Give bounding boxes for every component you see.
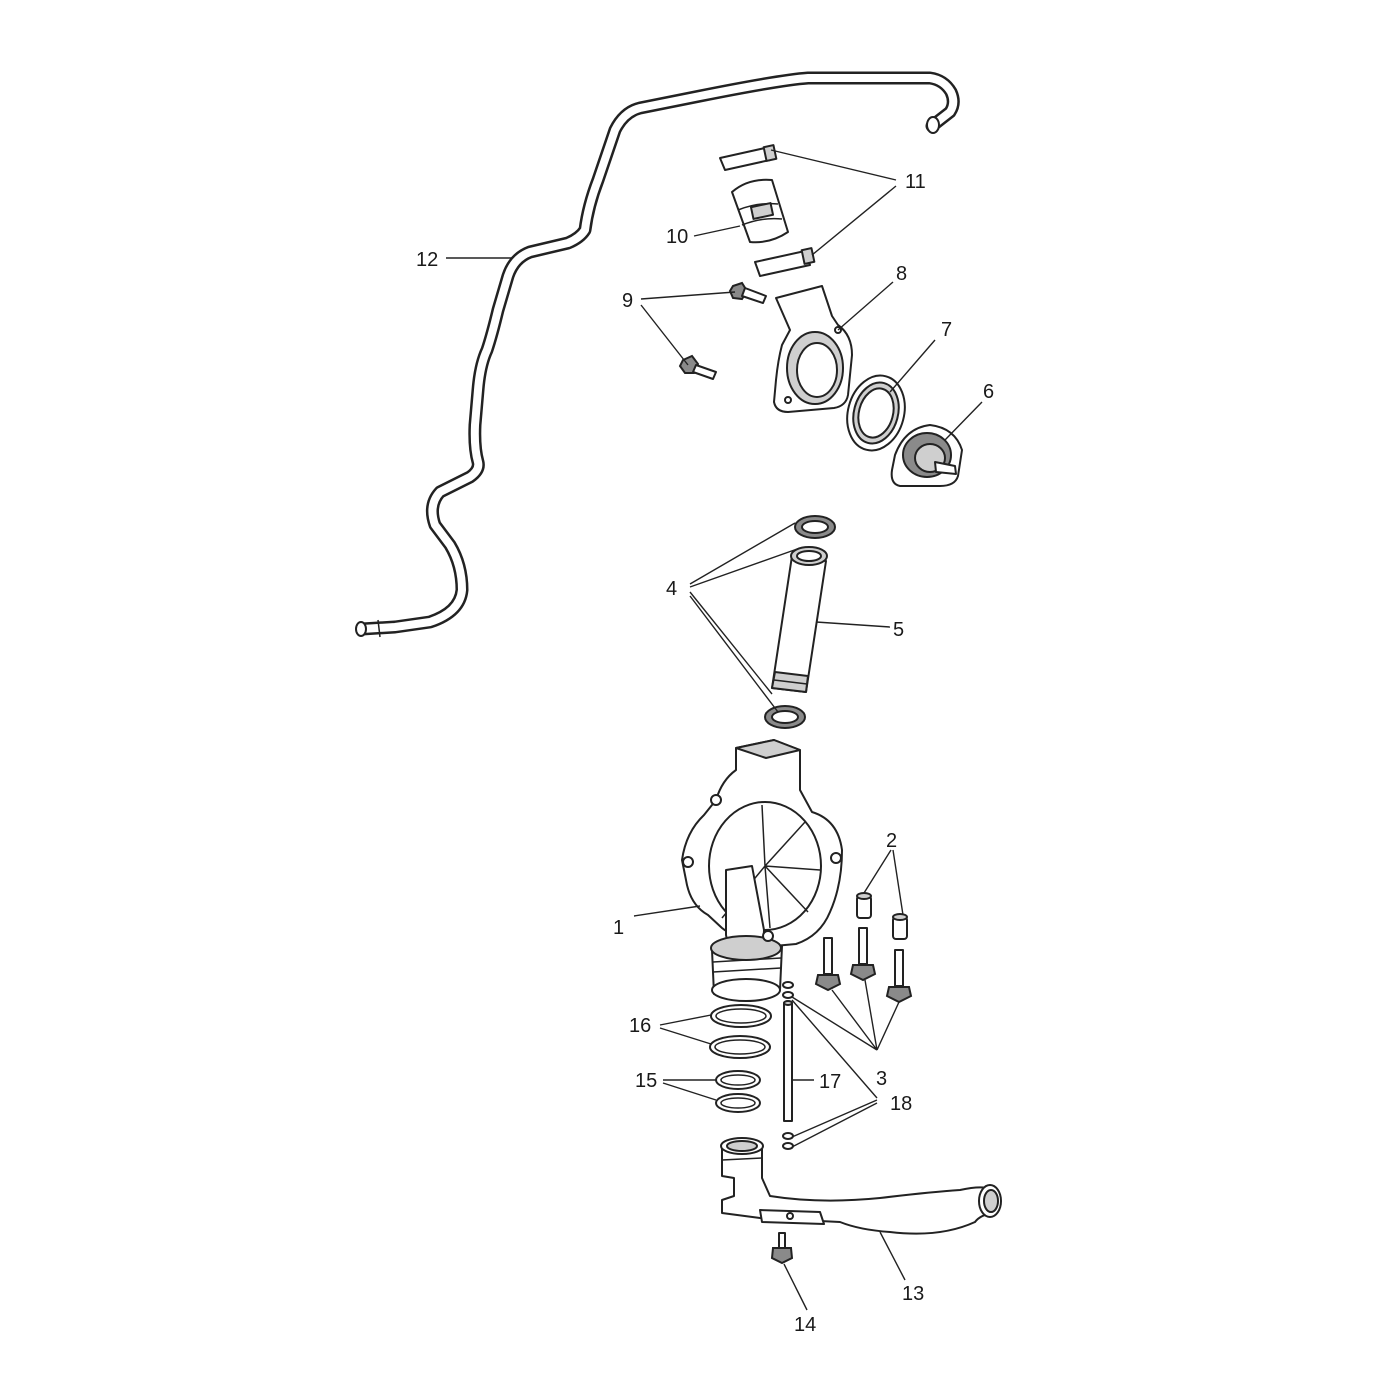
callout-6: 6 — [983, 381, 994, 403]
pipe-icon — [771, 546, 828, 693]
sleeve-icon — [856, 892, 908, 940]
leader-lines — [446, 149, 983, 1311]
callout-3: 3 — [876, 1068, 887, 1090]
callout-7: 7 — [941, 319, 952, 341]
callout-15: 15 — [635, 1070, 657, 1092]
gasket-icon — [846, 374, 906, 452]
thermostat-housing-icon — [773, 285, 853, 413]
bolt-icon — [678, 281, 767, 380]
callout-8: 8 — [896, 263, 907, 285]
callout-13: 13 — [902, 1283, 924, 1305]
thermostat-icon — [890, 424, 963, 487]
callout-14: 14 — [794, 1314, 816, 1336]
o-ring-icon — [764, 515, 836, 729]
callout-2: 2 — [886, 830, 897, 852]
callout-18: 18 — [890, 1093, 912, 1115]
callout-10: 10 — [666, 226, 688, 248]
o-ring-icon — [709, 1004, 772, 1113]
bolt-icon — [770, 1232, 794, 1265]
callout-5: 5 — [893, 619, 904, 641]
callout-9: 9 — [622, 290, 633, 312]
callout-17: 17 — [819, 1071, 841, 1093]
inlet-pipe-icon — [720, 1137, 1002, 1235]
callout-12: 12 — [416, 249, 438, 271]
bleed-tube-icon — [355, 71, 960, 638]
bolt-icon — [814, 927, 913, 1004]
callout-4: 4 — [666, 578, 677, 600]
circlip-icon — [782, 981, 794, 1150]
callout-11: 11 — [905, 171, 926, 193]
hose-icon — [731, 178, 789, 244]
callout-1: 1 — [613, 917, 624, 939]
stud-icon — [783, 1000, 793, 1122]
callout-labels: 1 2 3 4 5 6 7 8 9 10 11 12 13 14 15 16 1… — [416, 171, 994, 1336]
pump-housing-icon — [681, 739, 843, 1002]
callout-16: 16 — [629, 1015, 651, 1037]
